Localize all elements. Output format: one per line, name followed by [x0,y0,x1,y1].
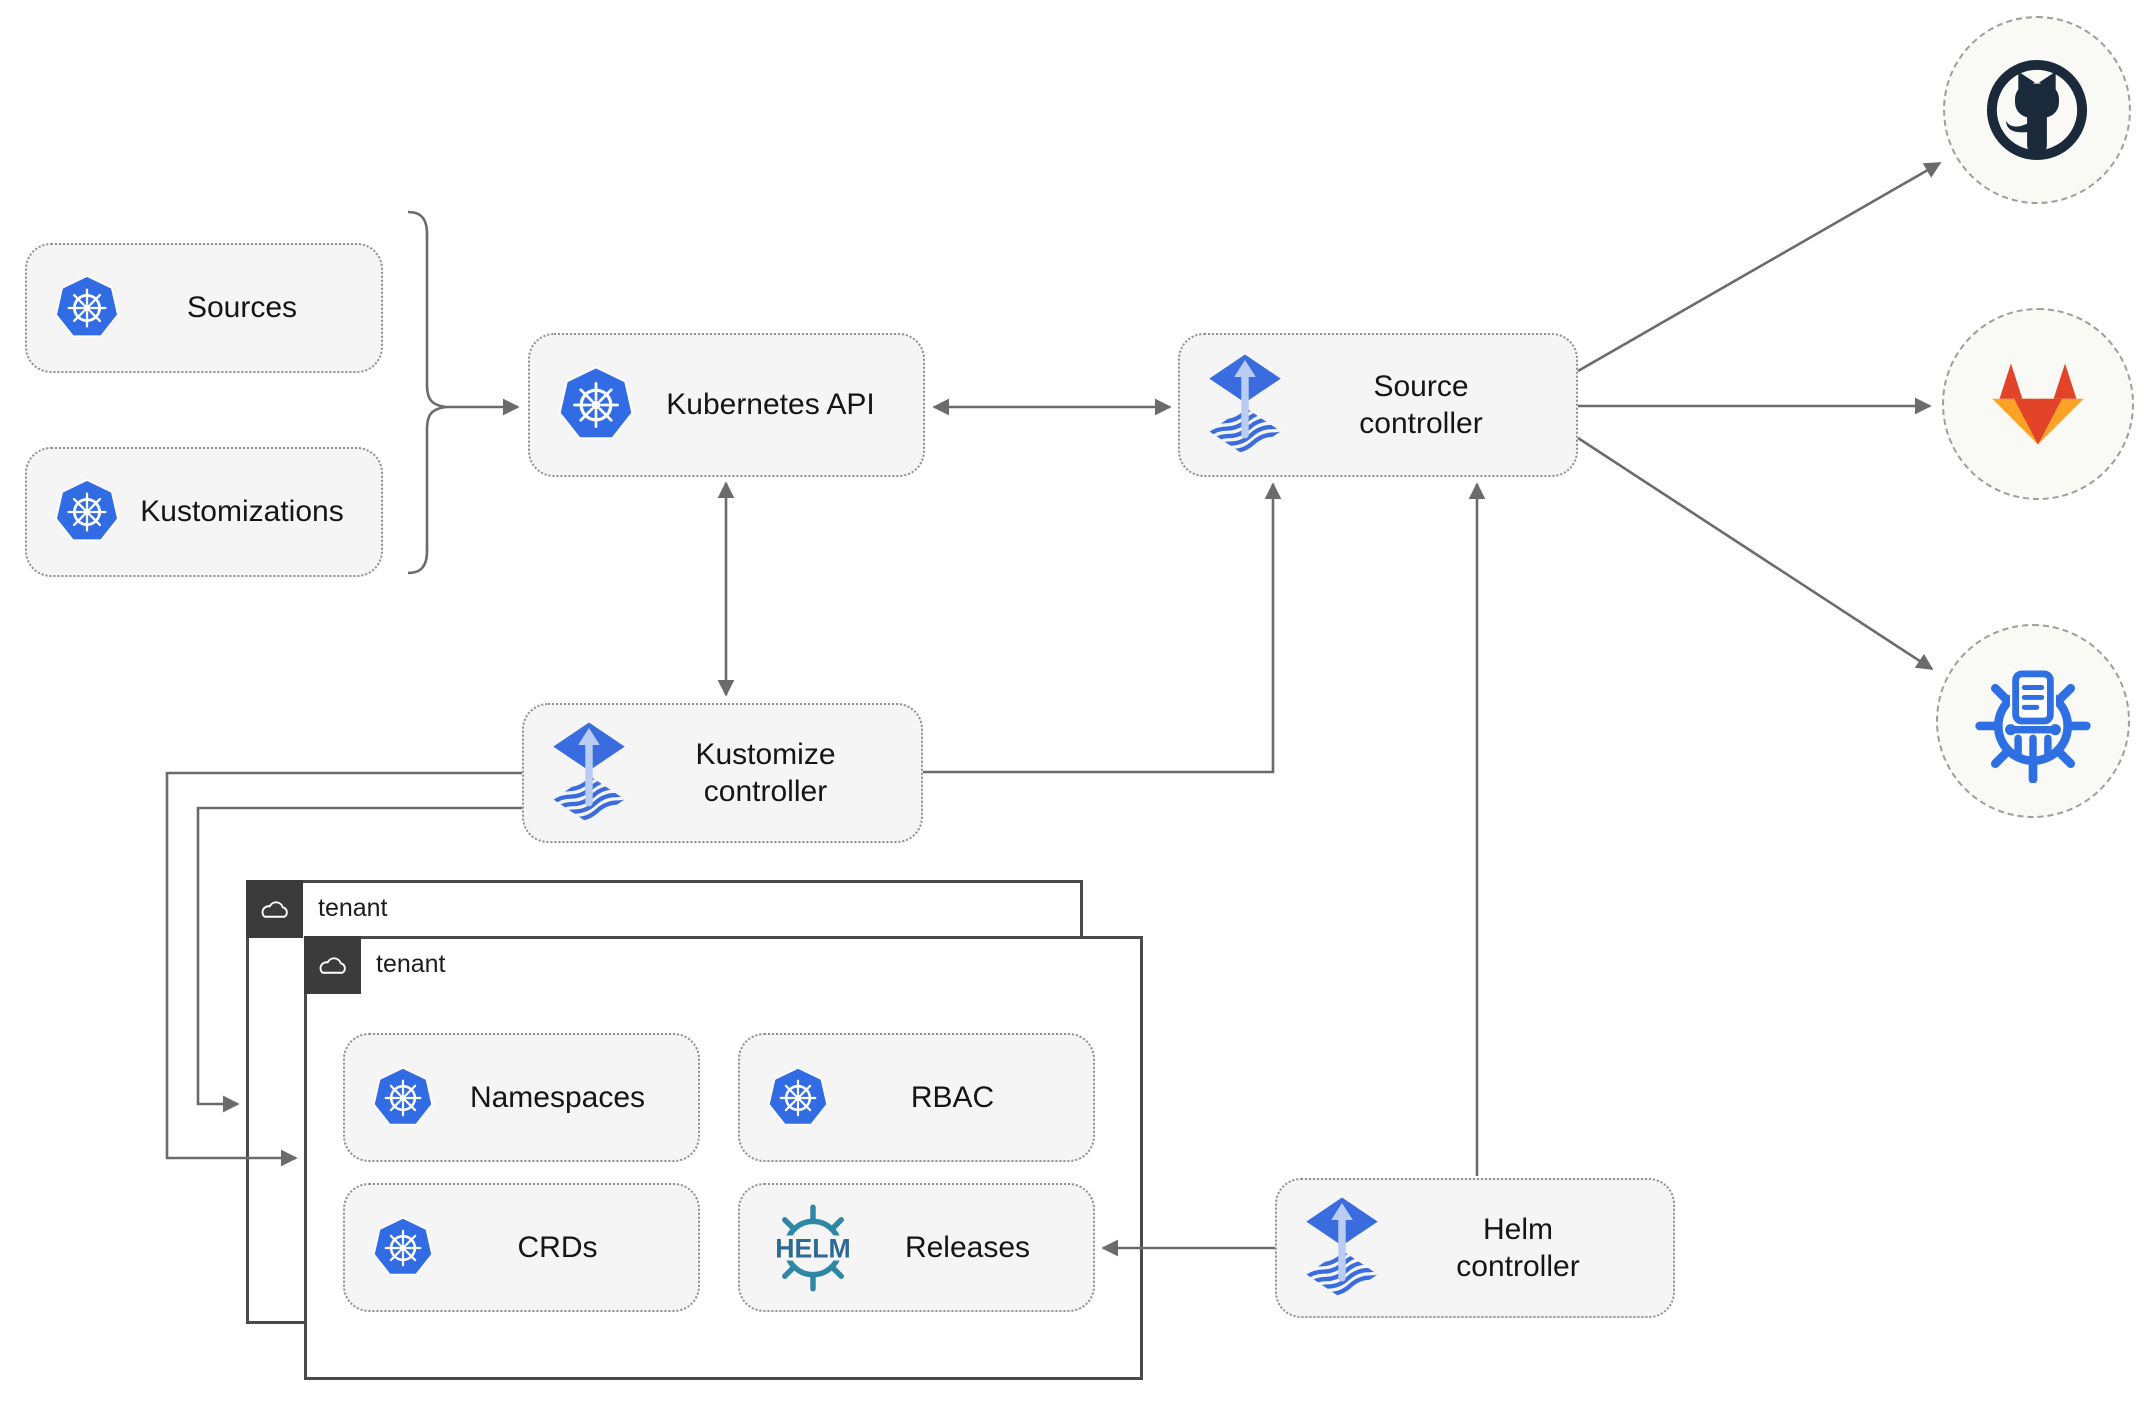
edge-kustomize-controller-to-source-controller [923,482,1282,774]
cloud-icon [246,880,303,938]
node-crds: CRDs [343,1183,700,1312]
flux-icon [1303,1196,1381,1300]
node-releases: HELM Releases [738,1183,1095,1312]
node-kubernetes-api: Kubernetes API [528,333,925,477]
node-label: Releases [904,1230,1031,1264]
node-label: Kustomize controller [695,737,836,809]
node-helm-controller: Helm controller [1275,1178,1675,1318]
helm-logo-text: HELM [775,1233,850,1263]
node-rbac: RBAC [738,1033,1095,1162]
node-kustomizations: Kustomizations [25,447,383,577]
node-label: Source controller [1359,369,1483,441]
node-label: Namespaces [469,1080,646,1114]
node-label: RBAC [910,1080,995,1114]
helm-icon: HELM [766,1201,860,1295]
kubernetes-icon [53,274,121,342]
tenant-group-label: tenant [376,950,446,978]
kubernetes-icon [766,1066,830,1130]
kubernetes-icon [53,478,121,546]
brace-sources-kustomizations [407,210,447,575]
endpoint-gitlab [1942,308,2134,500]
tenant-group-label: tenant [318,894,388,922]
kubernetes-icon [556,365,636,445]
endpoint-chartmuseum [1936,624,2130,818]
node-label: CRDs [517,1230,598,1264]
node-namespaces: Namespaces [343,1033,700,1162]
cloud-icon [304,936,361,994]
edge-source-controller-to-github [1577,161,1942,373]
kubernetes-icon [371,1216,435,1280]
node-label: Kubernetes API [666,388,875,422]
flux-icon [1206,353,1284,457]
endpoint-github [1943,16,2131,204]
chartmuseum-icon [1971,659,2095,783]
node-label: Helm controller [1456,1212,1580,1284]
node-kustomize-controller: Kustomize controller [522,703,923,843]
kubernetes-icon [371,1066,435,1130]
gitlab-icon [1986,357,2090,451]
node-source-controller: Source controller [1178,333,1578,477]
node-label: Kustomizations [140,495,344,529]
github-icon [1982,55,2092,165]
edge-source-controller-to-chartmuseum [1577,436,1934,671]
flux-icon [550,721,628,825]
node-sources: Sources [25,243,383,373]
node-label: Sources [186,291,298,325]
